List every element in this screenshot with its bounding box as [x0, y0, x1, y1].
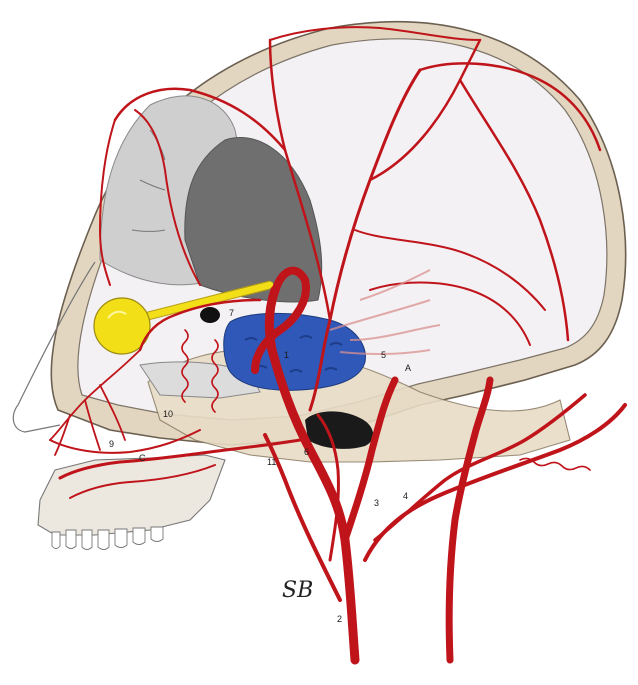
- tooth: [151, 527, 163, 542]
- label-7: 7: [229, 308, 234, 318]
- tooth: [52, 532, 60, 549]
- label-9: 9: [109, 439, 114, 449]
- label-11: 11: [267, 457, 276, 467]
- tortuous-branch-3: [520, 458, 590, 470]
- optic-foramen: [200, 307, 220, 323]
- label-3: 3: [374, 498, 379, 508]
- tooth: [98, 530, 109, 550]
- label-6: 6: [304, 447, 309, 457]
- tooth: [66, 530, 76, 549]
- label-A: A: [405, 363, 411, 373]
- label-4: 4: [403, 491, 408, 501]
- tooth: [115, 529, 127, 548]
- artist-signature: SB: [282, 578, 313, 603]
- label-5: 5: [381, 350, 386, 360]
- label-1: 1: [284, 350, 289, 360]
- label-C: C: [139, 453, 146, 463]
- tooth: [133, 528, 145, 545]
- label-10: 10: [163, 409, 173, 419]
- label-2: 2: [337, 614, 342, 624]
- maxilla-mandible: [38, 455, 225, 535]
- tooth: [82, 530, 92, 550]
